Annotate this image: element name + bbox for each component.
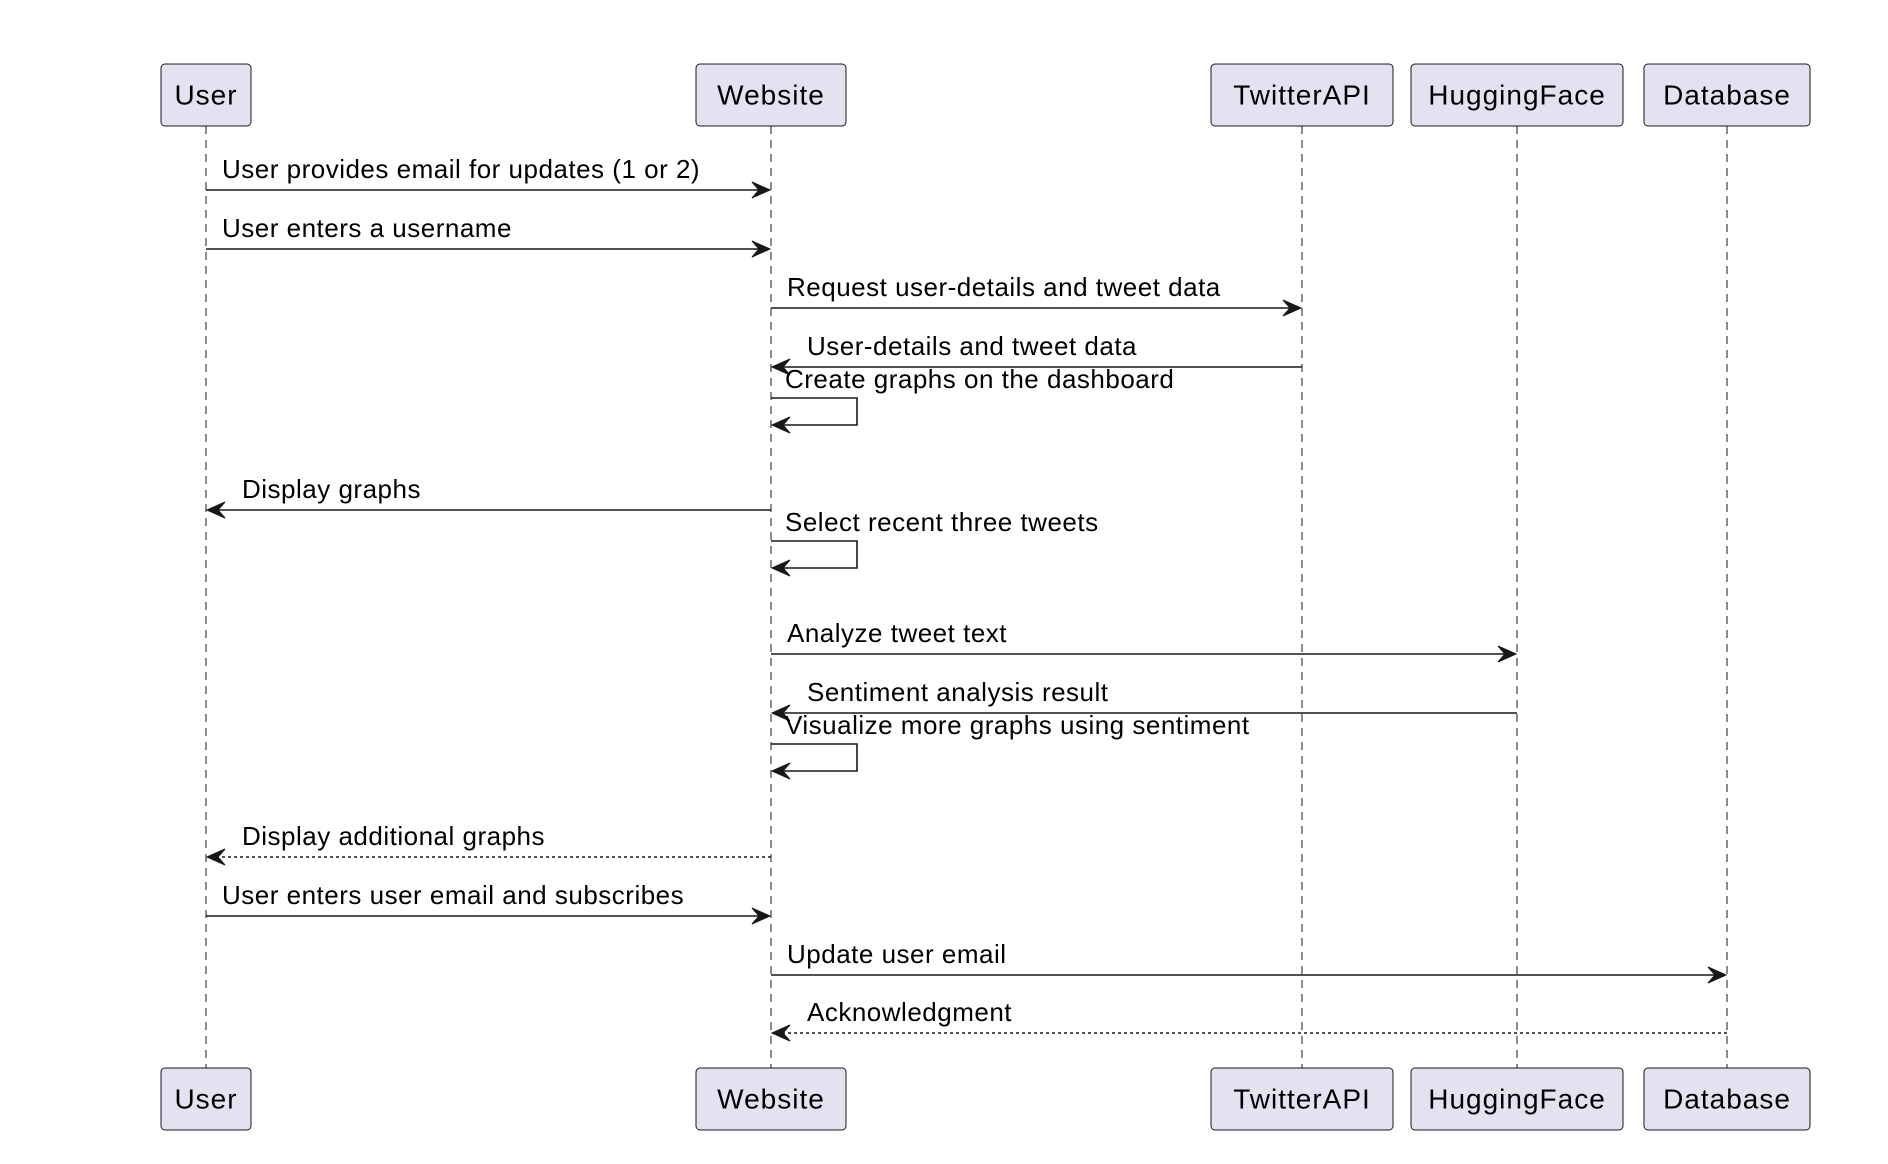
- participant-box-shape: [1643, 63, 1811, 127]
- message-label: Visualize more graphs using sentiment: [785, 710, 1250, 740]
- participant-label: User: [174, 1083, 237, 1114]
- participant-box-shape: [1643, 1067, 1811, 1131]
- participant-twitterapi-top: TwitterAPI: [1210, 63, 1394, 127]
- arrowhead: [1497, 645, 1518, 663]
- participant-box-shape: [160, 1067, 252, 1131]
- arrowhead: [770, 358, 791, 376]
- message-label: Acknowledgment: [807, 997, 1012, 1027]
- message-4: User-details and tweet data: [770, 331, 1302, 376]
- message-3: Request user-details and tweet data: [771, 272, 1303, 317]
- message-label: User enters a username: [222, 213, 512, 243]
- message-label: Select recent three tweets: [785, 507, 1099, 537]
- participant-label: HuggingFace: [1428, 1083, 1606, 1114]
- arrowhead: [205, 848, 226, 866]
- participant-label: User: [174, 79, 237, 110]
- participant-box-shape: [695, 1067, 847, 1131]
- message-6: Display graphs: [205, 474, 771, 519]
- arrowhead: [770, 559, 791, 577]
- message-label: User provides email for updates (1 or 2): [222, 154, 700, 184]
- participant-box-shape: [160, 63, 252, 127]
- participant-twitterapi-bottom: TwitterAPI: [1210, 1067, 1394, 1131]
- message-2: User enters a username: [206, 213, 772, 258]
- message-13: Update user email: [771, 939, 1728, 984]
- participant-box-shape: [695, 63, 847, 127]
- message-label: Display additional graphs: [242, 821, 545, 851]
- lifelines: [205, 126, 1728, 1068]
- message-label: Analyze tweet text: [787, 618, 1007, 648]
- message-label: Create graphs on the dashboard: [785, 364, 1174, 394]
- arrowhead: [770, 762, 791, 780]
- message-7: Select recent three tweets: [770, 507, 1099, 577]
- arrowhead: [751, 907, 772, 925]
- participant-website-bottom: Website: [695, 1067, 847, 1131]
- participant-huggingface-bottom: HuggingFace: [1410, 1067, 1624, 1131]
- participant-database-top: Database: [1643, 63, 1811, 127]
- participant-label: TwitterAPI: [1233, 1083, 1371, 1114]
- message-9: Sentiment analysis result: [770, 677, 1517, 722]
- participant-label: Database: [1663, 79, 1791, 110]
- message-line: [771, 397, 858, 426]
- messages: User provides email for updates (1 or 2)…: [205, 154, 1728, 1042]
- participant-label: Website: [717, 1083, 825, 1114]
- message-label: User enters user email and subscribes: [222, 880, 684, 910]
- participant-box-shape: [1210, 63, 1394, 127]
- participant-user-top: User: [160, 63, 252, 127]
- message-14: Acknowledgment: [770, 997, 1727, 1042]
- message-10: Visualize more graphs using sentiment: [770, 710, 1250, 780]
- participant-label: Website: [717, 79, 825, 110]
- message-11: Display additional graphs: [205, 821, 771, 866]
- participant-user-bottom: User: [160, 1067, 252, 1131]
- participants-bottom: User Website TwitterAPI HuggingFace Database: [160, 1067, 1811, 1131]
- message-label: Sentiment analysis result: [807, 677, 1109, 707]
- message-label: Request user-details and tweet data: [787, 272, 1221, 302]
- participant-label: Database: [1663, 1083, 1791, 1114]
- participant-database-bottom: Database: [1643, 1067, 1811, 1131]
- message-label: User-details and tweet data: [807, 331, 1137, 361]
- participant-box-shape: [1410, 63, 1624, 127]
- arrowhead: [205, 501, 226, 519]
- message-5: Create graphs on the dashboard: [770, 364, 1174, 434]
- participant-website-top: Website: [695, 63, 847, 127]
- arrowhead: [770, 1024, 791, 1042]
- arrowhead: [751, 240, 772, 258]
- message-line: [771, 540, 858, 569]
- arrowhead: [751, 181, 772, 199]
- participant-huggingface-top: HuggingFace: [1410, 63, 1624, 127]
- arrowhead: [1282, 299, 1303, 317]
- participant-box-shape: [1410, 1067, 1624, 1131]
- participant-box-shape: [1210, 1067, 1394, 1131]
- message-label: Update user email: [787, 939, 1007, 969]
- message-1: User provides email for updates (1 or 2): [206, 154, 772, 199]
- message-label: Display graphs: [242, 474, 421, 504]
- participants-top: User Website TwitterAPI HuggingFace Database: [160, 63, 1811, 127]
- message-8: Analyze tweet text: [771, 618, 1518, 663]
- participant-label: HuggingFace: [1428, 79, 1606, 110]
- arrowhead: [770, 704, 791, 722]
- arrowhead: [770, 416, 791, 434]
- message-line: [771, 743, 858, 772]
- message-12: User enters user email and subscribes: [206, 880, 772, 925]
- arrowhead: [1707, 966, 1728, 984]
- participant-label: TwitterAPI: [1233, 79, 1371, 110]
